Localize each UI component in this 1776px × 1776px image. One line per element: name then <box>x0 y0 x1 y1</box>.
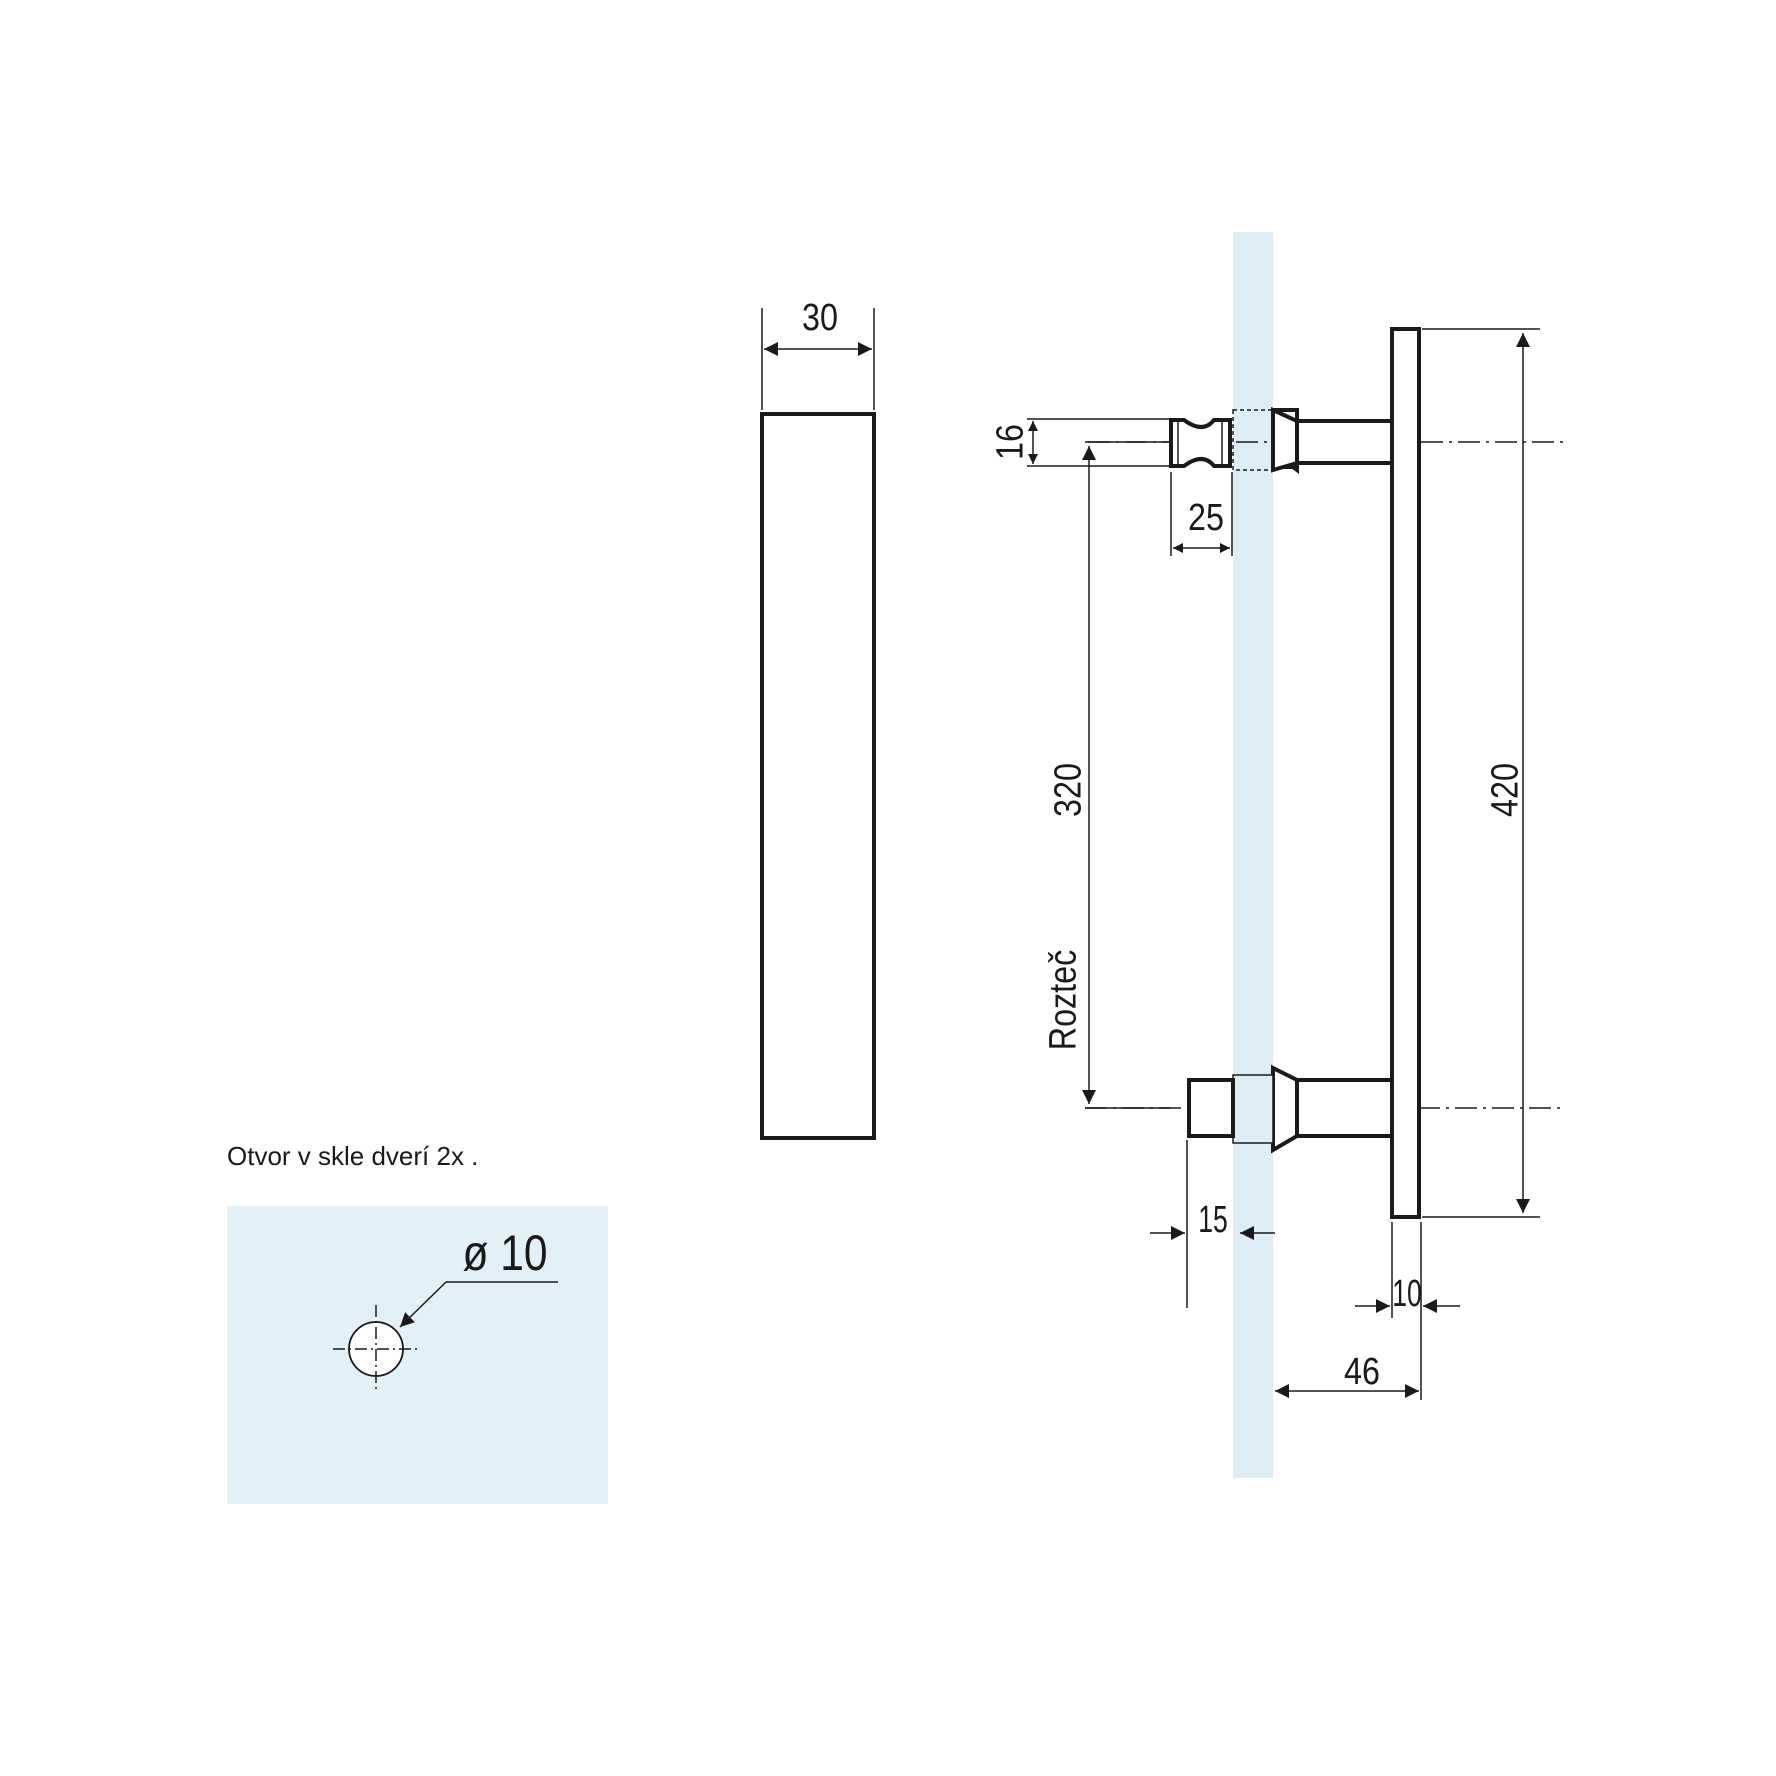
dim-standoff-diameter: 16 <box>989 424 1031 460</box>
dim-pitch-label: Rozteč <box>1042 950 1084 1050</box>
standoff-top-sleeve <box>1232 409 1274 471</box>
dim-pitch: 320 <box>1047 763 1089 817</box>
hole-leader <box>399 1281 447 1328</box>
front-view: 30 <box>760 297 876 1140</box>
dim-handle-length: 420 <box>1484 763 1526 817</box>
hole-diameter-label: ø 10 <box>462 1225 547 1281</box>
hole-caption: Otvor v skle dverí 2x . <box>227 1141 478 1171</box>
standoff-bottom-nut <box>1187 1078 1235 1138</box>
standoff-bottom-sleeve <box>1232 1074 1274 1144</box>
glass-panel <box>1233 232 1273 1478</box>
hole-panel <box>227 1206 608 1504</box>
dim-grip-offset: 46 <box>1344 1351 1380 1393</box>
standoff-bottom-cone <box>1271 1064 1299 1154</box>
dim-grip-thickness: 10 <box>1392 1271 1422 1314</box>
dim-glass-clearance: 15 <box>1198 1197 1228 1240</box>
dim-rod-width: 30 <box>802 297 838 339</box>
hole-detail: Otvor v skle dverí 2x . ø 10 <box>227 1141 608 1504</box>
standoff-bottom-shaft <box>1293 1078 1394 1138</box>
handle-bar-front <box>760 412 876 1140</box>
standoff-top-shaft <box>1293 419 1394 465</box>
side-view: 16 25 320 Rozteč 420 15 10 46 <box>989 327 1565 1400</box>
standoff-top-nut <box>1169 418 1232 468</box>
grip-bar-side <box>1390 327 1421 1219</box>
dim-standoff-length: 25 <box>1188 497 1224 539</box>
